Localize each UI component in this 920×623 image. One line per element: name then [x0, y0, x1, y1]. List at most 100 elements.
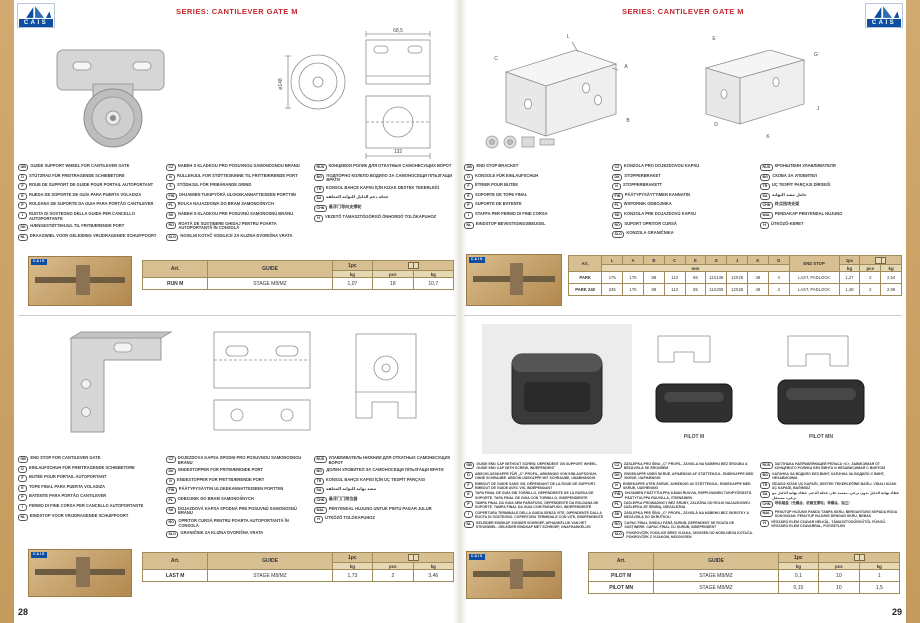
photo-post-shape: [75, 264, 91, 296]
table-cell: 12X28: [726, 283, 748, 296]
description-text: КАПАЧКА ЗА ВОДИЛО БЕЗ ВИНТ. КАПАЧКА ЗА В…: [772, 471, 885, 480]
language-code-badge: SA: [314, 487, 324, 495]
description-text: OHJAIMEN PÄÄTYTULPPA ILMAN RUUVIA, RIIPP…: [624, 491, 753, 500]
description-text: BUTÉE POUR PORTAIL AUTOPORTANT: [29, 474, 107, 480]
package-icon: [407, 262, 419, 269]
language-code-badge: PL: [166, 202, 176, 210]
pilot-product-photo: [482, 324, 632, 454]
table-cell: 4: [767, 271, 790, 284]
dim-diameter: ø148: [278, 78, 284, 90]
table-cell: PILOT M: [587, 569, 655, 582]
pilot-application-photo: CAIS: [466, 551, 562, 599]
page-number-right: 29: [891, 607, 902, 617]
package-icon: [853, 554, 865, 561]
cais-sail-icon: [874, 6, 900, 18]
language-code-badge: D: [464, 471, 473, 479]
left-edge-strip: [0, 0, 14, 623]
last-m-product-photo: [36, 324, 196, 449]
language-code-badge: D: [18, 173, 27, 181]
table-header-cell: kg: [858, 562, 901, 570]
table-cell: 175: [601, 271, 624, 284]
description-text: ABSCHLUSSKAPPE FÜR „C“-PROFIL, ABHÄNGIG …: [475, 471, 597, 480]
description-text: STOPPERBRAKET: [624, 172, 661, 178]
description-text: ZÁSLEPKA PRO ŠÍNU „C“ PROFIL, ZÁVISLÁ NA…: [623, 462, 748, 471]
language-code-badge: SK: [166, 506, 176, 514]
description-text: ÜTKÖZŐ TOLÓKAPUHOZ: [325, 515, 375, 521]
table-header-cell: E: [684, 255, 707, 265]
language-code-badge: RUS: [314, 456, 327, 463]
description-text: WSPORNIK ODBOJNIKA: [623, 201, 672, 207]
language-code-badge: I: [18, 503, 27, 511]
language-code-badge: H: [314, 516, 323, 524]
table-cell: 2: [372, 569, 414, 582]
dim-letter: D: [714, 122, 718, 128]
language-code-badge: NL: [18, 233, 28, 241]
language-code-badge: DK: [166, 468, 177, 476]
run-m-drawings: 68,5 ø148 132: [22, 26, 452, 160]
description-text: SOPORTE DE TOPE FINAL: [475, 191, 528, 197]
description-text: NOSILNI KOTAČ VODILICE ZA KLIZNA DVORIŠN…: [180, 232, 293, 238]
language-code-badge: NL: [464, 520, 474, 528]
description-text: EINLAUFSCHUH FÜR FREITRAGENDE SCHIEBETOR…: [29, 464, 135, 470]
table-cell: 12X28: [726, 271, 748, 284]
description-text: STAFFA PER FERMO DI FINE CORSA: [475, 210, 548, 216]
table-header-cell: [859, 255, 902, 265]
description-text: GELEIDER EINDKAP ZONDER SCHROEF, AFHANKE…: [475, 520, 591, 529]
description-text: OPRITOR CURSĂ PENTRU POARTA AUTOPORTANTĂ…: [178, 517, 289, 528]
description-text: NÁBEH S KLADKOU PRE POSUVNÚ SAMONOSNÚ BR…: [178, 210, 294, 216]
table-cell: 48: [746, 283, 769, 296]
language-code-badge: RO: [166, 518, 177, 526]
language-code-badge: SK: [612, 511, 622, 519]
dim-letter: L: [567, 34, 570, 40]
run-m-application-photo: CAIS: [28, 256, 132, 306]
language-code-badge: SA: [760, 491, 770, 499]
language-code-badge: RUS: [760, 164, 773, 171]
language-code-badge: PL: [612, 202, 622, 210]
description-text: VEZETŐ TÁMASZTÓGÖRGŐ ÖNHORDÓ TOLÓKAPUHOZ: [325, 213, 437, 219]
cais-logo-small: CAIS: [31, 259, 48, 265]
description-text: EINDSTOP VOOR VRIJDRAGENDE SCHUIFPOORT: [29, 512, 129, 518]
dim-length: 132: [394, 149, 403, 155]
run-m-product-photo: [38, 32, 198, 152]
language-code-badge: P: [464, 202, 473, 210]
language-code-badge: N: [612, 481, 621, 489]
table-header-cell: GUIDE: [207, 552, 333, 570]
table-header-cell: kg: [331, 562, 374, 570]
table-cell: LAST, PADLOCK: [788, 283, 840, 296]
table-cell: 170: [622, 283, 644, 296]
language-code-badge: CHN: [314, 205, 327, 213]
table-cell: 1: [858, 569, 901, 582]
description-text: PÄÄTYPYSÄYTIN ULOKEKANNATTEISEEN PORTTII…: [178, 486, 284, 492]
language-code-badge: BG: [314, 468, 325, 476]
table-header-cell: B: [642, 255, 665, 265]
language-code-badge: CZ: [166, 164, 176, 171]
description-text: KONSOL BAHÇE KAPISI İÇİN KIZAK DESTEK TE…: [325, 184, 439, 190]
language-code-badge: RO: [612, 520, 623, 528]
